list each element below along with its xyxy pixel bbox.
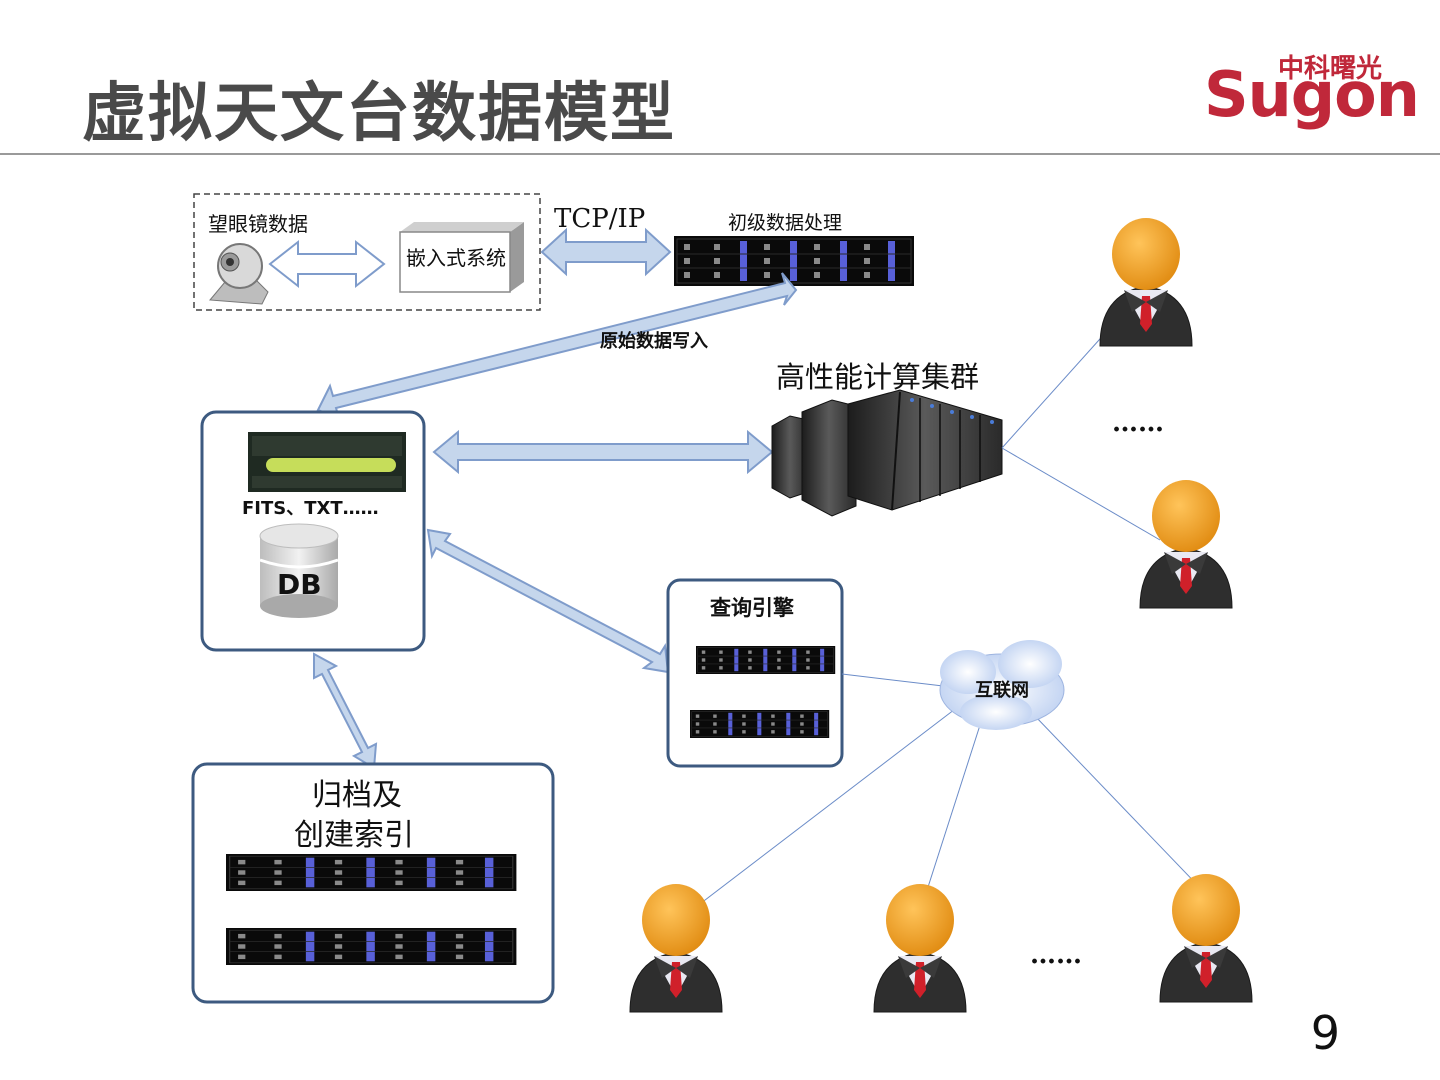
user-icon bbox=[1159, 873, 1253, 1003]
archive-label-line1: 归档及 bbox=[312, 778, 402, 813]
telescope-group-frame bbox=[193, 193, 541, 311]
raw-data-write-label: 原始数据写入 bbox=[600, 331, 708, 352]
telescope-data-label: 望眼镜数据 bbox=[208, 212, 308, 236]
title-divider bbox=[0, 153, 1440, 155]
user-icon bbox=[873, 883, 967, 1013]
user-icon bbox=[1139, 479, 1233, 609]
archive-server-2 bbox=[225, 927, 518, 966]
ellipsis-bottom-users: …… bbox=[1030, 940, 1082, 970]
internet-cloud-icon bbox=[939, 640, 1065, 730]
embedded-system-box bbox=[399, 222, 524, 293]
db-cylinder-icon bbox=[259, 523, 339, 618]
user-icon bbox=[629, 883, 723, 1013]
storage-array-icon bbox=[248, 432, 406, 492]
logo-chinese: 中科曙光 bbox=[1278, 54, 1383, 84]
primary-processing-label: 初级数据处理 bbox=[728, 212, 843, 234]
storage-formats-label: FITS、TXT…… bbox=[242, 498, 379, 519]
telescope-camera-icon bbox=[208, 243, 269, 305]
tcpip-label: TCP/IP bbox=[554, 204, 646, 234]
primary-processing-server bbox=[673, 235, 915, 287]
raw-data-arrow bbox=[316, 272, 798, 420]
ellipsis-right-users: …… bbox=[1112, 408, 1164, 438]
internet-label: 互联网 bbox=[975, 680, 1029, 701]
storage-query-arrow bbox=[426, 528, 670, 674]
query-server-2 bbox=[689, 709, 830, 739]
storage-archive-arrow bbox=[313, 652, 378, 770]
page-number: 9 bbox=[1310, 1006, 1340, 1060]
hpc-cluster-label: 高性能计算集群 bbox=[776, 360, 980, 394]
camera-embedded-arrow bbox=[268, 239, 386, 289]
logo-english: Sugon bbox=[1204, 58, 1420, 131]
embedded-system-label: 嵌入式系统 bbox=[406, 246, 506, 270]
network-lines bbox=[691, 329, 1207, 913]
tcpip-arrow bbox=[540, 227, 672, 277]
query-engine-label: 查询引擎 bbox=[710, 595, 794, 620]
db-label: DB bbox=[277, 568, 322, 601]
storage-hpc-arrow bbox=[432, 429, 774, 475]
page-title: 虚拟天文台数据模型 bbox=[82, 77, 676, 151]
archive-label-line2: 创建索引 bbox=[294, 818, 414, 853]
hpc-cluster-icon bbox=[771, 389, 1003, 517]
user-icon bbox=[1099, 217, 1193, 347]
archive-server-1 bbox=[225, 853, 518, 892]
query-server-1 bbox=[695, 645, 836, 675]
